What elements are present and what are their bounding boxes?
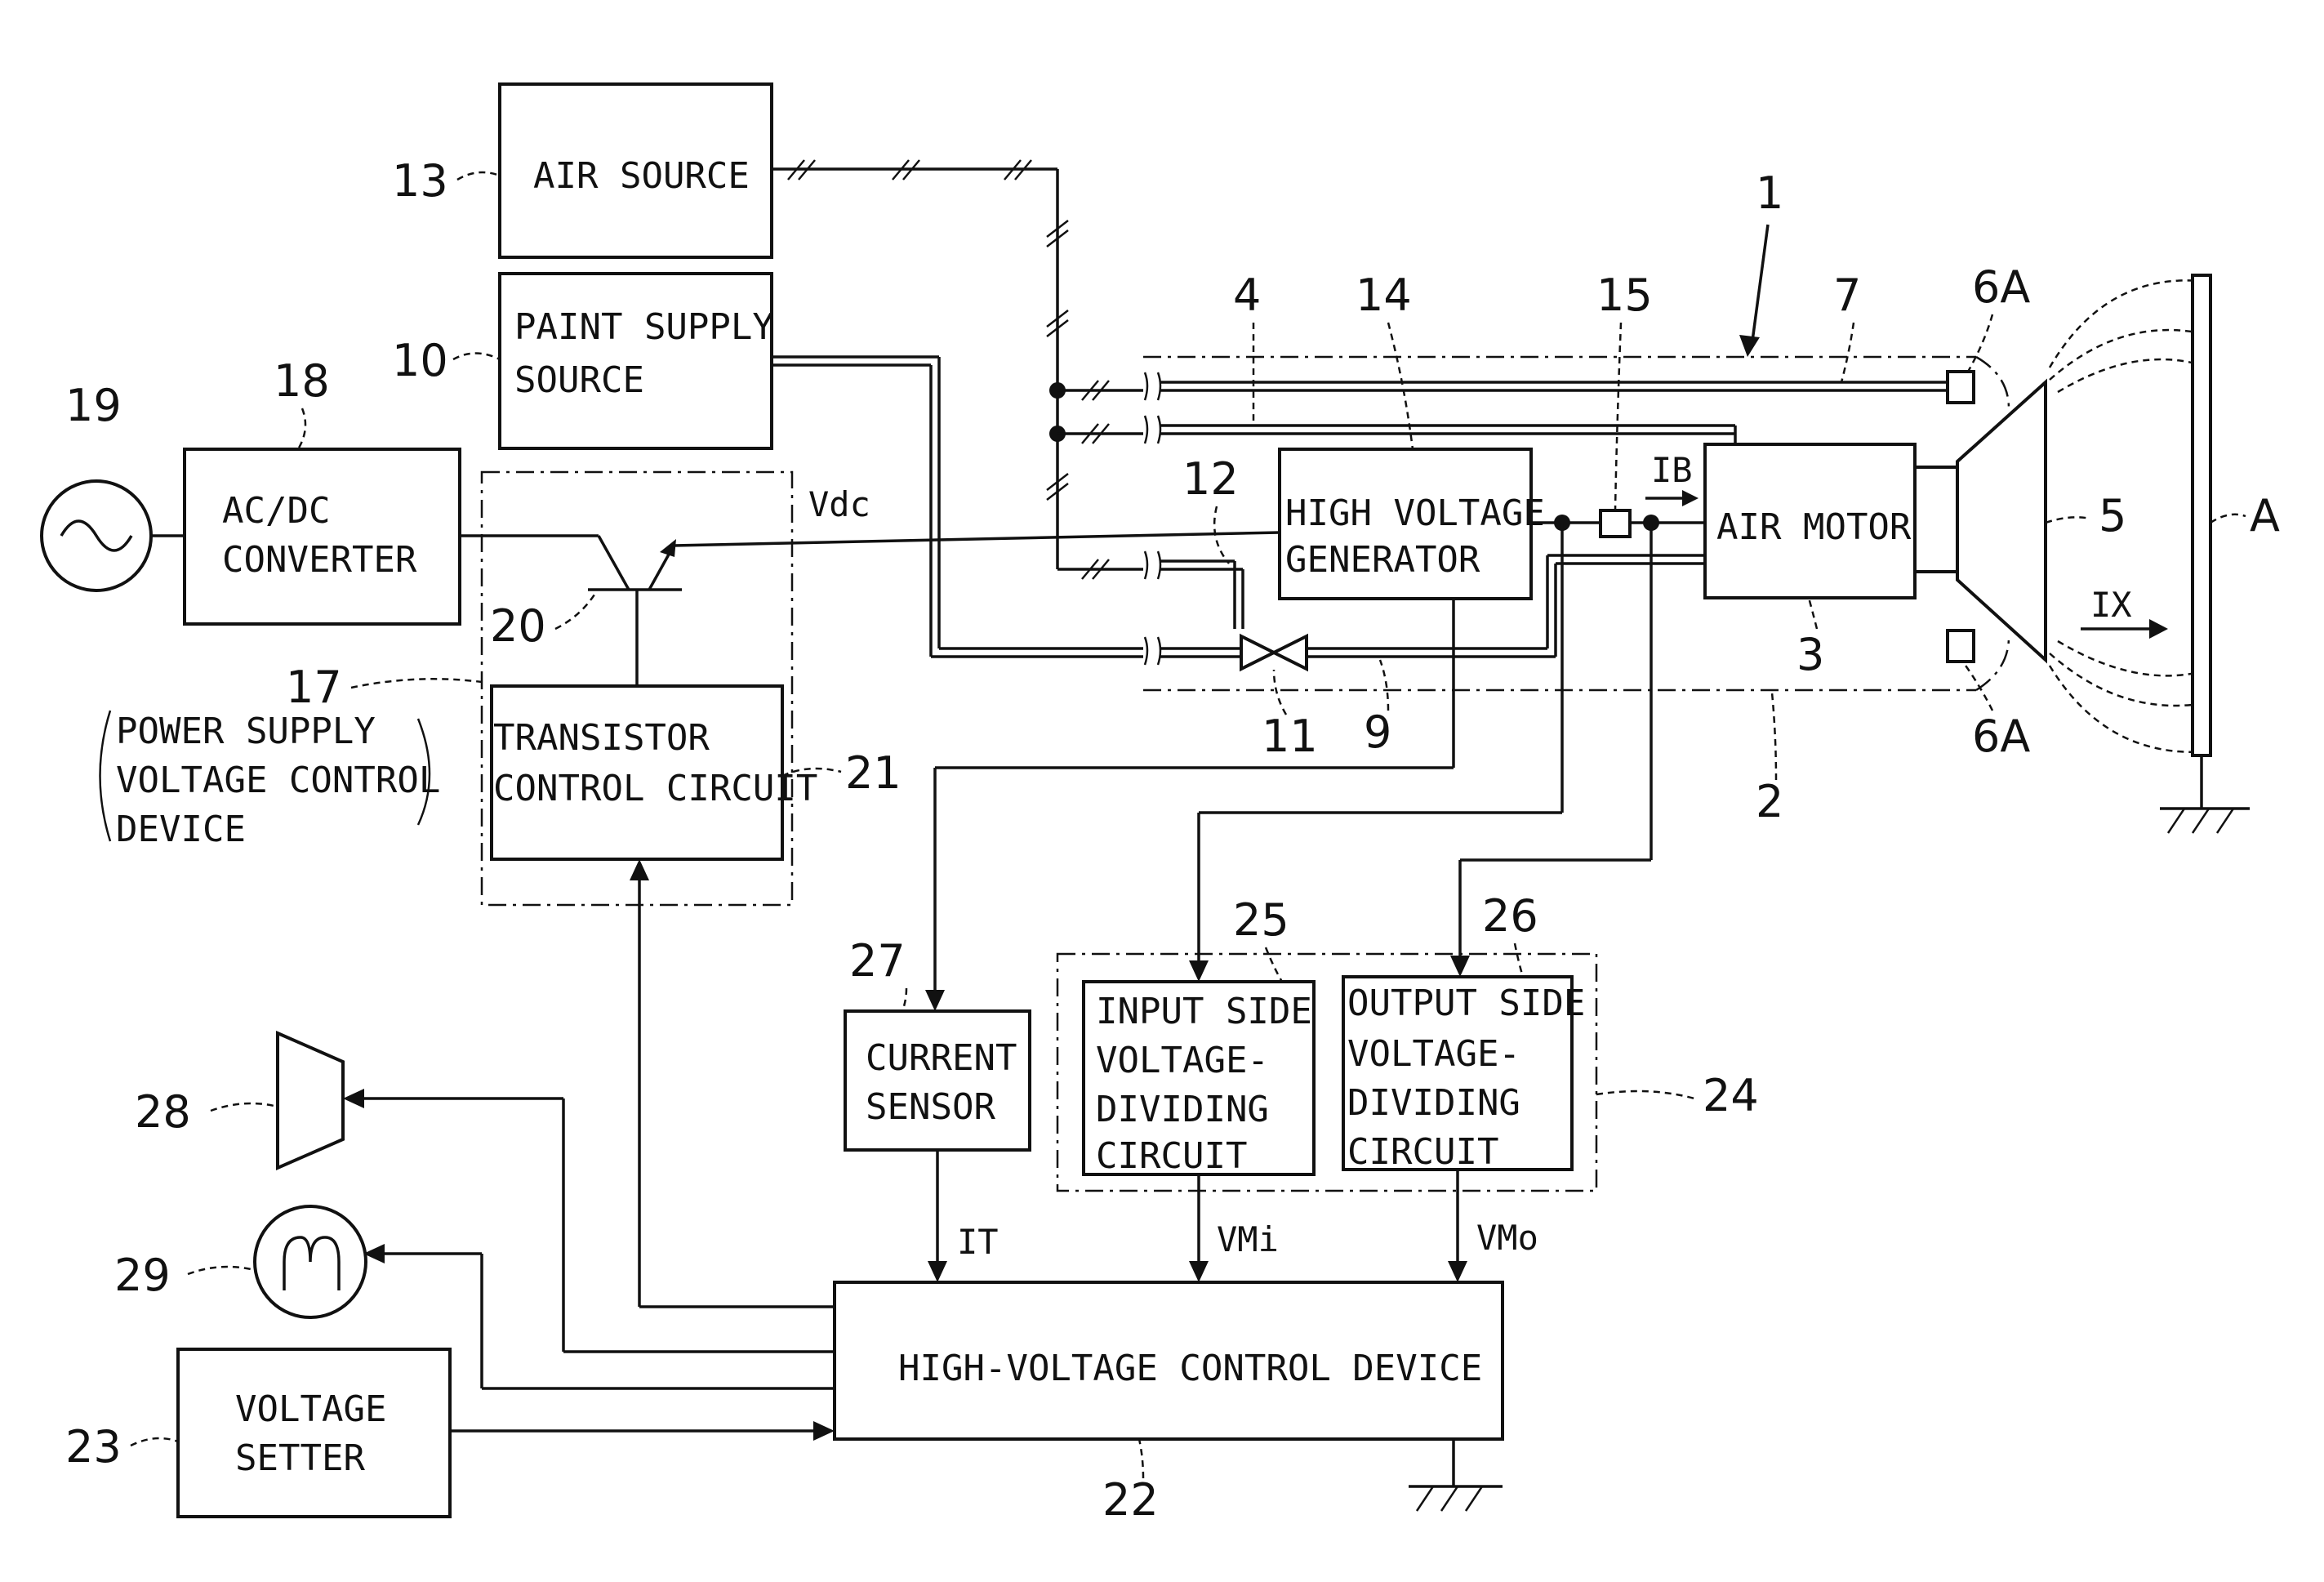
ref-28: 28	[135, 1086, 191, 1138]
input-side-label-2: VOLTAGE-	[1096, 1040, 1269, 1081]
ref-14: 14	[1356, 270, 1412, 321]
valve-icon	[1241, 636, 1307, 669]
spray-pattern	[2050, 280, 2209, 751]
ref-4: 4	[1233, 270, 1261, 321]
transistor-icon	[460, 533, 1280, 686]
transistor-control-label-1: TRANSISTOR	[493, 717, 710, 759]
it-label: IT	[957, 1222, 999, 1262]
air-motor-label: AIR MOTOR	[1716, 506, 1912, 548]
ref-22: 22	[1102, 1474, 1159, 1526]
ref-2: 2	[1756, 776, 1783, 827]
transistor-control-label-2: CONTROL CIRCUIT	[493, 768, 817, 809]
power-supply-label-1: POWER SUPPLY	[116, 711, 376, 752]
ix-label: IX	[2090, 585, 2132, 625]
high-voltage-generator-block: HIGH VOLTAGE GENERATOR	[1280, 449, 1545, 599]
paint-line	[772, 357, 1705, 665]
air-source-label: AIR SOURCE	[533, 155, 750, 197]
voltage-setter-block: VOLTAGE SETTER	[178, 1349, 450, 1517]
paint-supply-label-1: PAINT SUPPLY	[514, 306, 774, 348]
power-supply-caption: POWER SUPPLY VOLTAGE CONTROL DEVICE	[100, 711, 441, 850]
ib-label: IB	[1651, 450, 1693, 490]
paint-supply-source-block: PAINT SUPPLY SOURCE	[500, 274, 774, 448]
ref-10: 10	[392, 335, 448, 386]
ref-11: 11	[1262, 711, 1318, 762]
ix-arrow: IX	[2081, 585, 2168, 639]
input-side-label-4: CIRCUIT	[1096, 1135, 1247, 1177]
output-side-label-2: VOLTAGE-	[1347, 1033, 1520, 1075]
ref-15: 15	[1596, 270, 1653, 321]
voltage-setter-label-1: VOLTAGE	[235, 1388, 386, 1430]
ground-icon	[1409, 1439, 1503, 1511]
hv-control-label: HIGH-VOLTAGE CONTROL DEVICE	[898, 1348, 1482, 1389]
ref-3: 3	[1796, 629, 1824, 680]
ref-17: 17	[286, 662, 342, 713]
ref-26: 26	[1482, 890, 1538, 942]
power-supply-label-2: VOLTAGE CONTROL	[116, 760, 440, 801]
workpiece-icon	[2160, 275, 2250, 833]
output-side-voltage-dividing-circuit-block: OUTPUT SIDE VOLTAGE- DIVIDING CIRCUIT	[1343, 977, 1585, 1173]
input-side-label-3: DIVIDING	[1096, 1089, 1269, 1130]
ac-dc-converter-block: AC/DC CONVERTER	[185, 449, 460, 624]
air-motor-block: AIR MOTOR	[1705, 444, 1915, 598]
shaping-air-nozzle-top	[1948, 372, 1974, 403]
ref-5: 5	[2099, 490, 2126, 541]
speaker-icon	[278, 1033, 343, 1168]
ref-6a-bot: 6A	[1972, 711, 2030, 762]
paint-supply-label-2: SOURCE	[514, 359, 644, 401]
vmo-label: VMo	[1476, 1218, 1538, 1258]
vdc-label: Vdc	[808, 484, 870, 524]
hv-gen-label-2: GENERATOR	[1285, 539, 1480, 581]
ref-29: 29	[114, 1250, 171, 1301]
ref-12: 12	[1182, 453, 1239, 505]
ref-6a-top: 6A	[1972, 261, 2030, 313]
ib-arrow: IB	[1645, 450, 1698, 506]
current-sensor-block: CURRENT SENSOR	[845, 1011, 1030, 1150]
ref-1: 1	[1756, 167, 1783, 219]
ref-23: 23	[65, 1421, 122, 1473]
high-voltage-control-device-block: HIGH-VOLTAGE CONTROL DEVICE	[835, 1282, 1503, 1439]
current-sensor-label-2: SENSOR	[866, 1086, 995, 1128]
ref-7: 7	[1833, 270, 1861, 321]
ref-18: 18	[274, 355, 330, 407]
vmi-label: VMi	[1217, 1219, 1279, 1259]
ac-dc-label-1: AC/DC	[222, 490, 330, 532]
lamp-icon	[255, 1206, 366, 1317]
resistor-icon	[1601, 510, 1630, 537]
shaping-air-nozzle-bottom	[1948, 631, 1974, 662]
ref-25: 25	[1233, 894, 1289, 946]
voltage-setter-label-2: SETTER	[235, 1437, 365, 1479]
input-side-label-1: INPUT SIDE	[1096, 991, 1312, 1032]
output-side-label-4: CIRCUIT	[1347, 1131, 1498, 1173]
ref-13: 13	[392, 155, 448, 207]
rotary-atomizing-cup-icon	[1915, 382, 2046, 660]
ref-20: 20	[490, 600, 546, 652]
hv-gen-label-1: HIGH VOLTAGE	[1285, 492, 1545, 534]
ref-21: 21	[845, 747, 902, 799]
ref-27: 27	[849, 935, 906, 987]
input-side-voltage-dividing-circuit-block: INPUT SIDE VOLTAGE- DIVIDING CIRCUIT	[1084, 982, 1314, 1177]
ac-dc-label-2: CONVERTER	[222, 539, 417, 581]
ref-9: 9	[1364, 706, 1391, 758]
output-side-label-3: DIVIDING	[1347, 1082, 1520, 1124]
air-source-block: AIR SOURCE	[500, 84, 772, 257]
ref-19: 19	[65, 380, 122, 431]
ref-24: 24	[1703, 1070, 1759, 1121]
transistor-control-circuit-block: TRANSISTOR CONTROL CIRCUIT	[492, 686, 817, 859]
output-side-label-1: OUTPUT SIDE	[1347, 983, 1585, 1024]
power-supply-label-3: DEVICE	[116, 809, 246, 850]
ref-a: A	[2250, 490, 2280, 541]
current-sensor-label-1: CURRENT	[866, 1037, 1017, 1079]
ac-source-icon	[42, 481, 151, 590]
